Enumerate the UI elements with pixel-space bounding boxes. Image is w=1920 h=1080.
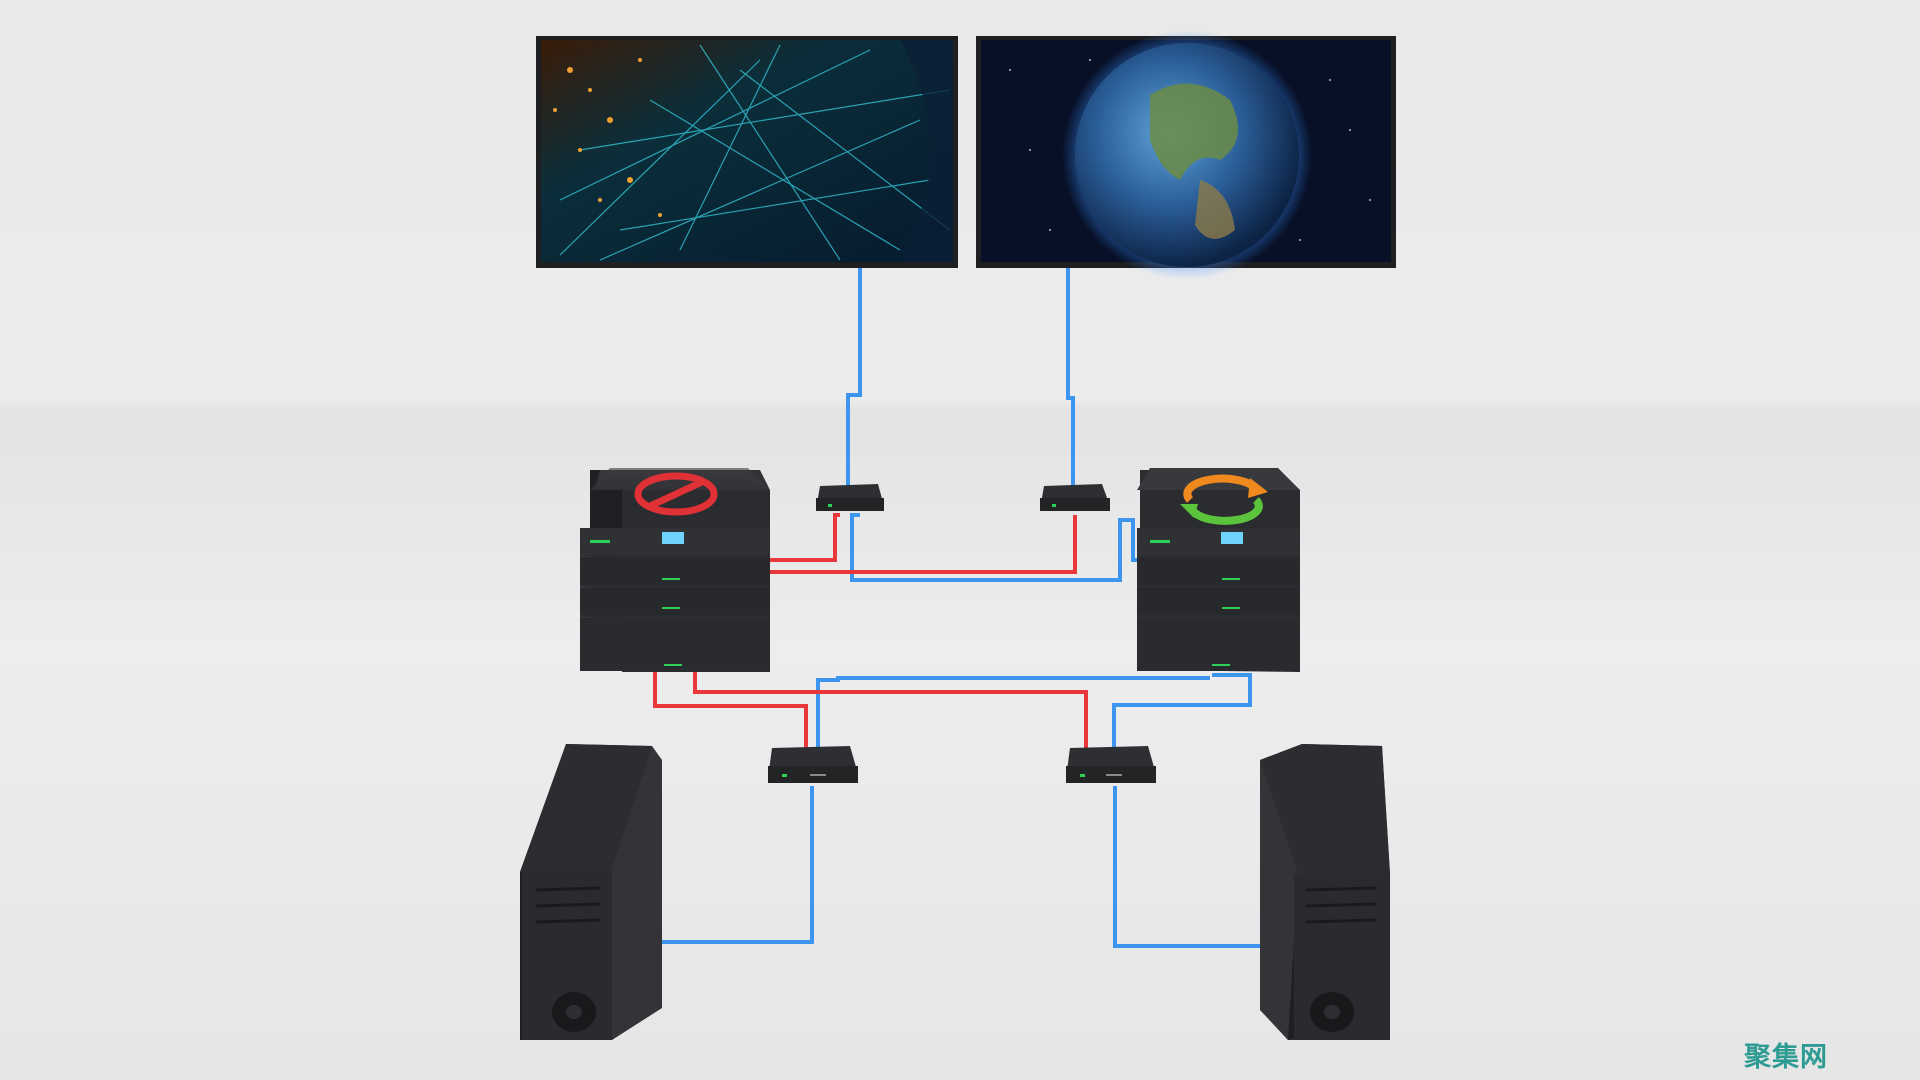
extender-bottom-left [768, 746, 858, 783]
refresh-icon [1180, 474, 1268, 525]
monitor-right [976, 30, 1396, 280]
no-entry-icon [634, 472, 718, 516]
status-led [664, 664, 682, 666]
status-led [662, 578, 680, 580]
status-led [1212, 664, 1230, 666]
backup-links [653, 513, 1088, 752]
links [653, 268, 1265, 948]
status-display [662, 532, 684, 544]
status-display [1221, 532, 1243, 544]
status-led [1222, 607, 1240, 609]
monitor-left-screen [541, 40, 953, 262]
active-links [655, 268, 1265, 948]
status-led [1222, 578, 1240, 580]
extender-top-left [816, 484, 884, 511]
watermark: 聚集网 [1744, 1042, 1828, 1073]
pc-tower-left [520, 744, 662, 1040]
extender-bottom-right [1066, 746, 1156, 783]
monitor-left [536, 36, 958, 268]
status-led [662, 607, 680, 609]
extender-top-right [1040, 484, 1110, 511]
controller-left [580, 468, 770, 672]
pc-tower-right [1260, 744, 1390, 1040]
controller-right [1137, 468, 1300, 672]
